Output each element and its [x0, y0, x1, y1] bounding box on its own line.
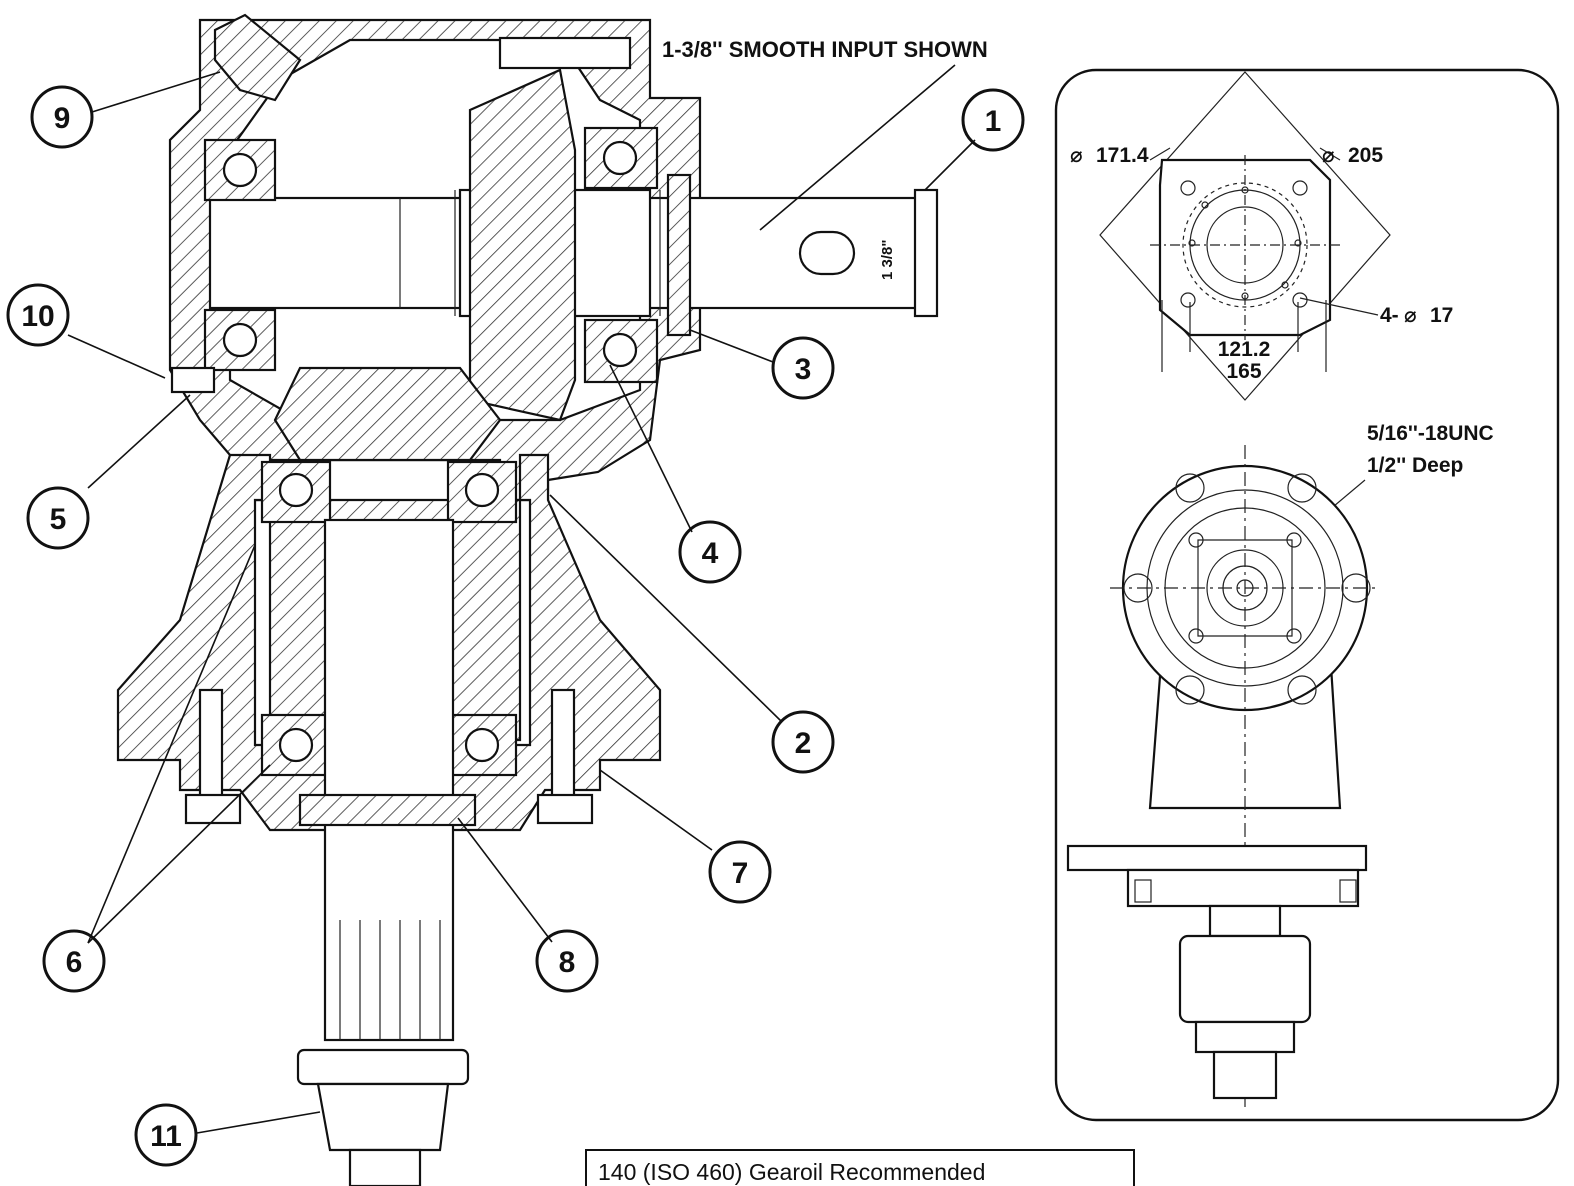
svg-text:11: 11 — [150, 1120, 182, 1153]
input-shaft-label: 1-3/8'' SMOOTH INPUT SHOWN — [662, 37, 988, 62]
callout-7: 7 — [708, 840, 772, 904]
svg-text:2: 2 — [795, 727, 812, 760]
dim-outer-diameter-value: 205 — [1348, 144, 1383, 167]
svg-text:9: 9 — [54, 102, 71, 135]
callout-1: 1 — [961, 88, 1025, 152]
callout-4: 4 — [678, 520, 742, 584]
bearing-upper-left — [203, 138, 277, 372]
top-view — [1099, 71, 1391, 401]
shaft-end — [913, 188, 939, 318]
callout-2: 2 — [771, 710, 835, 774]
bearing-lower-top — [260, 460, 518, 524]
svg-text:7: 7 — [732, 857, 749, 890]
leader-lines — [67, 64, 976, 1134]
dim-inner-diameter: ⌀ — [1070, 144, 1083, 167]
svg-text:5: 5 — [50, 503, 67, 536]
output-hub — [296, 1048, 470, 1186]
bearing-upper-right — [583, 126, 659, 384]
dim-holes: 4- — [1380, 304, 1399, 327]
svg-text:10: 10 — [21, 300, 54, 333]
keyway — [798, 230, 856, 276]
oil-note-box — [585, 1149, 1135, 1186]
svg-text:1: 1 — [985, 105, 1002, 138]
dim-holes-value: 17 — [1430, 304, 1453, 327]
front-view — [1066, 445, 1380, 1110]
thread-note-line2: 1/2'' Deep — [1367, 454, 1463, 477]
section-view: 1 3/8" — [116, 13, 939, 1186]
dim-width-outer: 165 — [1226, 360, 1261, 383]
callout-3: 3 — [771, 336, 835, 400]
oil-note: 140 (ISO 460) Gearoil Recommended — [598, 1159, 985, 1185]
callout-5: 5 — [26, 486, 90, 550]
breather-plug — [213, 13, 302, 102]
dim-holes-symbol: ⌀ — [1404, 304, 1417, 327]
shaft-diameter-label: 1 3/8" — [879, 240, 896, 280]
dim-inner-diameter-value: 171.4 — [1096, 144, 1149, 167]
callout-10: 10 — [6, 283, 70, 347]
thread-note-line1: 5/16''-18UNC — [1367, 422, 1494, 445]
view-panel — [1054, 68, 1560, 1122]
svg-text:4: 4 — [702, 537, 719, 570]
svg-text:6: 6 — [66, 946, 83, 979]
output-seal — [298, 793, 477, 827]
output-bevel-gear — [273, 366, 502, 462]
svg-text:3: 3 — [795, 353, 812, 386]
callout-11: 11 — [134, 1103, 198, 1167]
dim-outer-diameter: ⌀ — [1322, 144, 1335, 167]
bearing-lower-bottom — [260, 713, 518, 777]
mounting-bolts — [184, 36, 632, 825]
callout-6: 6 — [42, 929, 106, 993]
input-bevel-gear — [468, 68, 577, 422]
input-seal — [666, 173, 692, 337]
callout-8: 8 — [535, 929, 599, 993]
callout-9: 9 — [30, 85, 94, 149]
drain-plug — [170, 366, 216, 394]
svg-text:8: 8 — [559, 946, 576, 979]
dim-width-inner: 121.2 — [1218, 338, 1271, 361]
output-shaft — [323, 518, 455, 1042]
